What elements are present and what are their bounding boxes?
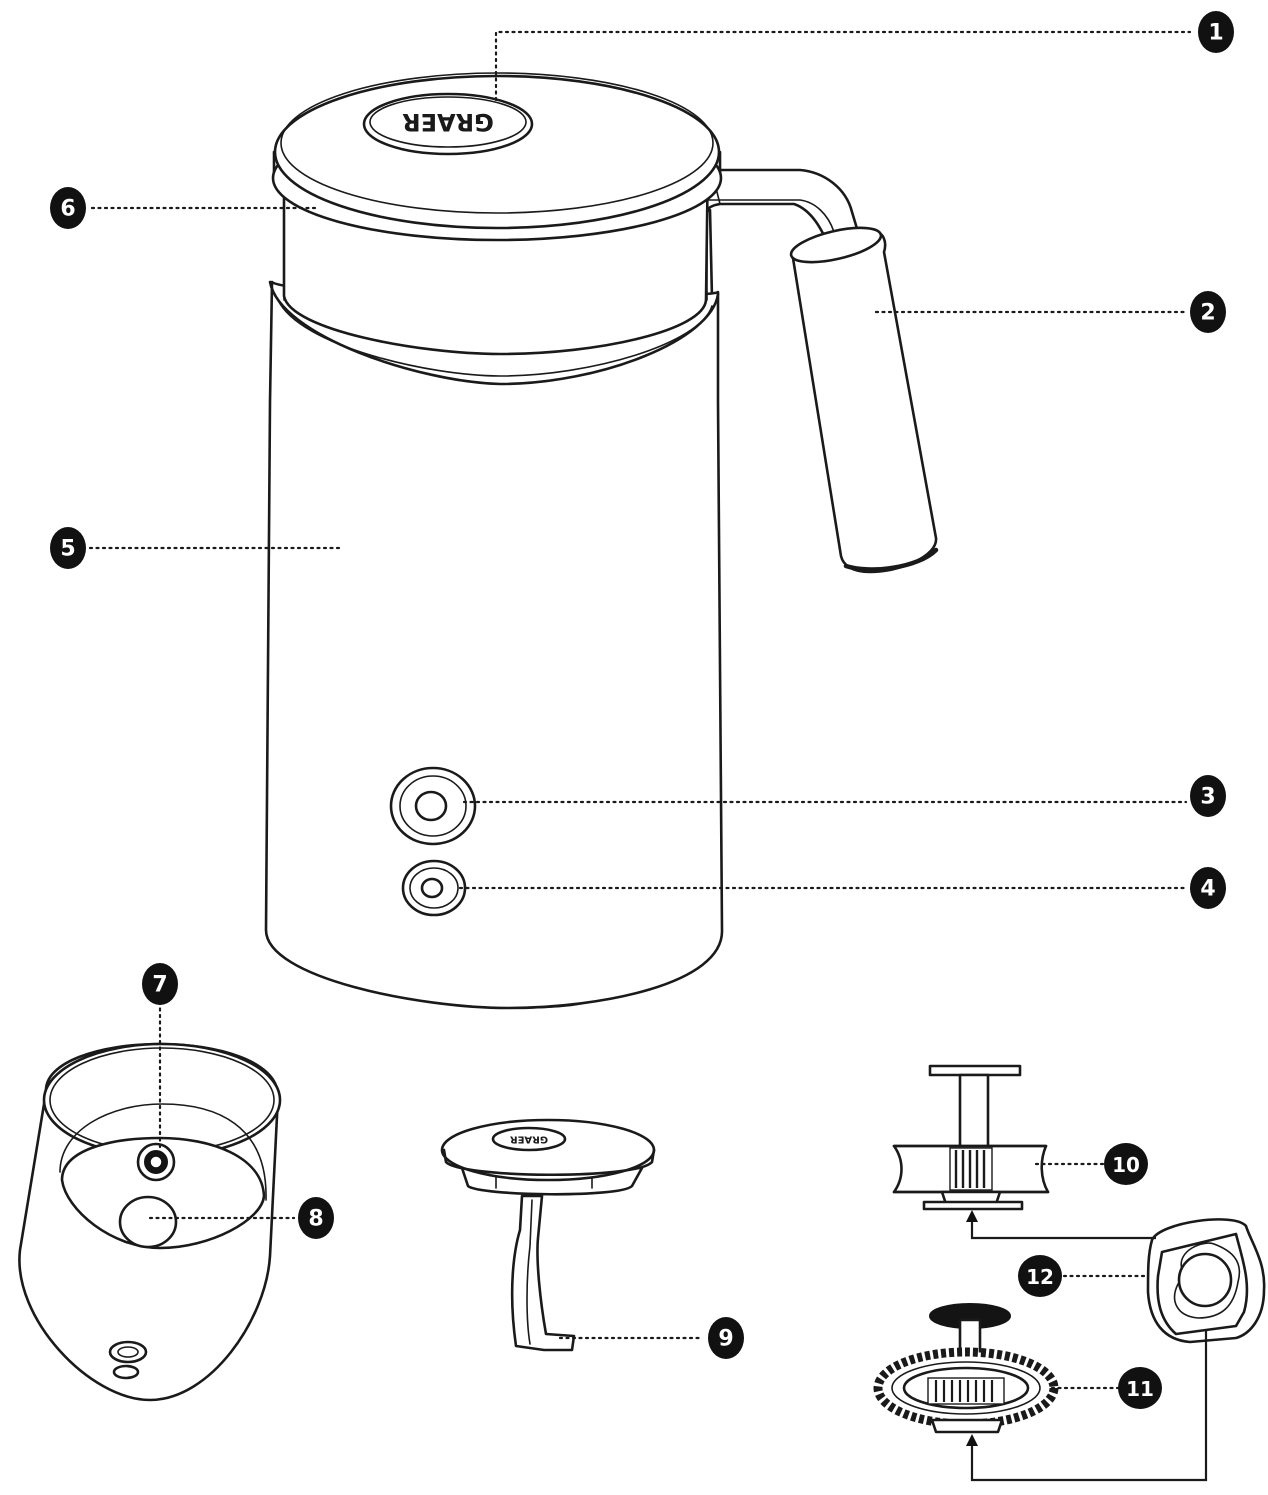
svg-text:1: 1 — [1208, 21, 1223, 46]
callout-11: 11 — [1118, 1367, 1162, 1409]
whisk-storage-holder — [1146, 1218, 1266, 1344]
lid-with-magnet-holder: GRAER — [440, 1118, 656, 1352]
svg-text:12: 12 — [1026, 1265, 1054, 1289]
callout-5: 5 — [50, 527, 86, 569]
callout-2: 2 — [1190, 291, 1226, 333]
svg-text:7: 7 — [152, 973, 167, 998]
power-button — [389, 766, 477, 846]
milk-heating-whisk — [873, 1303, 1059, 1434]
milk-frother-main-unit: GRAER — [264, 72, 939, 1010]
svg-text:10: 10 — [1112, 1153, 1140, 1177]
base-body — [264, 280, 724, 1010]
svg-text:4: 4 — [1200, 877, 1215, 902]
svg-text:9: 9 — [718, 1327, 733, 1352]
callout-7: 7 — [142, 963, 178, 1005]
callout-10: 10 — [1104, 1143, 1148, 1185]
storage-arrows — [966, 1210, 1208, 1482]
callout-9: 9 — [708, 1317, 744, 1359]
svg-text:2: 2 — [1200, 301, 1215, 326]
callout-1: 1 — [1198, 11, 1234, 53]
callout-3: 3 — [1190, 775, 1226, 817]
svg-text:5: 5 — [60, 537, 75, 562]
callout-12: 12 — [1018, 1255, 1062, 1297]
svg-text:8: 8 — [308, 1207, 323, 1232]
function-button — [401, 859, 467, 917]
callout-8: 8 — [298, 1197, 334, 1239]
svg-text:3: 3 — [1200, 785, 1215, 810]
svg-text:11: 11 — [1126, 1377, 1154, 1401]
handle — [682, 168, 939, 574]
leader-lines — [88, 30, 1192, 1390]
lid-logo: GRAER — [510, 1134, 548, 1145]
body-collar — [268, 280, 720, 386]
callout-6: 6 — [50, 187, 86, 229]
brand-logo: GRAER — [402, 108, 494, 136]
svg-text:6: 6 — [60, 197, 75, 222]
lid: GRAER — [271, 72, 723, 242]
milk-frothing-whisk — [892, 1064, 1050, 1211]
jug-interior-view — [18, 1042, 282, 1402]
callout-4: 4 — [1190, 867, 1226, 909]
